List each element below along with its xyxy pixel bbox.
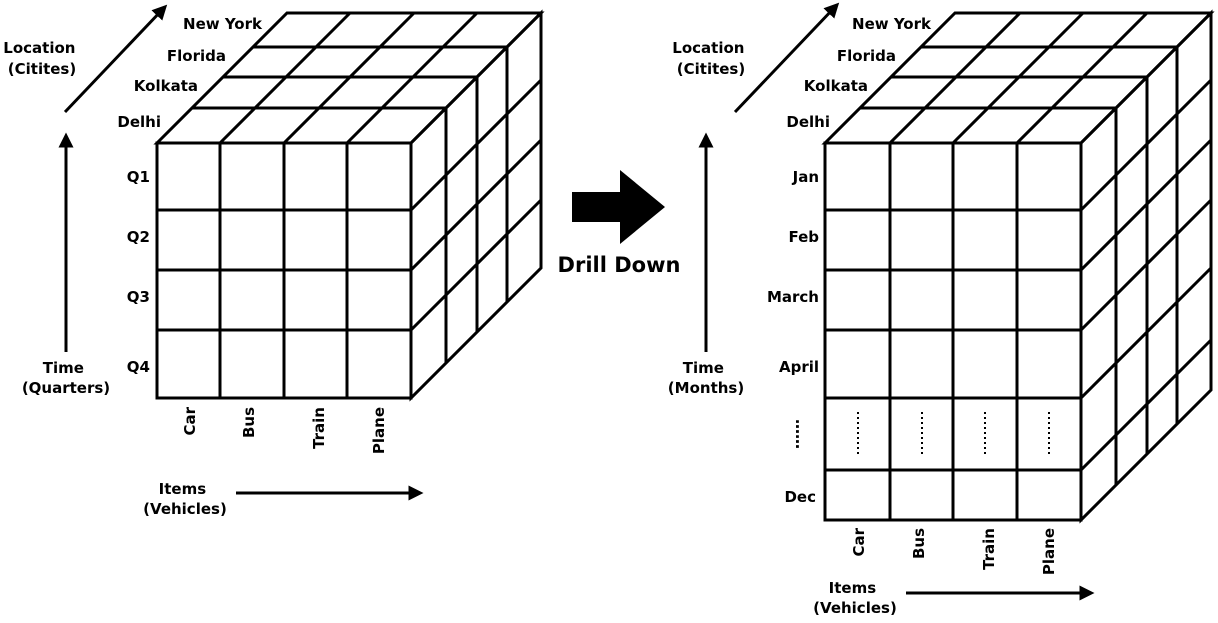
left-city-label: New York (183, 15, 263, 33)
left-time-row-label: Q3 (127, 288, 150, 306)
left-time-row-label: Q2 (127, 228, 150, 246)
right-item-label: Plane (1040, 528, 1058, 575)
left-time-axis-label: Time (Quarters) (22, 359, 110, 397)
right-city-label: Delhi (786, 113, 830, 131)
right-location-axis-label: Location (Citites) (672, 39, 749, 78)
right-item-label: Train (980, 528, 998, 570)
right-item-label: Car (850, 527, 868, 556)
left-location-axis-label: Location (Citites) (3, 39, 80, 78)
left-cube: Location (Citites) Time (Quarters) Items… (3, 4, 545, 518)
right-time-row-label: Feb (788, 228, 819, 246)
right-location-axis-arrow (733, 2, 840, 114)
right-items-axis-label: Items (Vehicles) (813, 579, 897, 617)
left-item-label: Bus (240, 407, 258, 438)
drill-down-label: Drill Down (558, 253, 681, 277)
right-time-row-label: Jan (792, 168, 819, 186)
left-city-label: Delhi (117, 113, 161, 131)
left-cube-grid (153, 9, 545, 402)
left-items-axis-label: Items (Vehicles) (143, 480, 227, 518)
left-item-label: Car (181, 406, 199, 435)
right-time-row-label: …… (792, 419, 810, 449)
right-city-label: Kolkata (804, 77, 868, 95)
right-cube: Location (Citites) Time (Months) Items (… (668, 2, 1215, 617)
left-city-label: Florida (167, 47, 226, 65)
left-city-label: Kolkata (134, 77, 198, 95)
left-time-row-label: Q4 (127, 358, 150, 376)
left-time-row-label: Q1 (127, 168, 150, 186)
right-time-axis-label: Time (Months) (668, 359, 744, 397)
left-item-label: Train (310, 407, 328, 449)
right-item-label: Bus (910, 528, 928, 559)
left-location-axis-arrow (63, 4, 168, 114)
drill-down-transition: Drill Down (558, 170, 681, 277)
right-time-row-label: Dec (784, 488, 816, 506)
drill-down-arrow-icon (572, 170, 665, 244)
right-time-row-label: April (779, 358, 819, 376)
right-city-label: New York (852, 15, 932, 33)
left-item-label: Plane (370, 407, 388, 454)
right-city-label: Florida (837, 47, 896, 65)
right-time-row-label: March (767, 288, 819, 306)
right-cube-grid (821, 9, 1215, 524)
